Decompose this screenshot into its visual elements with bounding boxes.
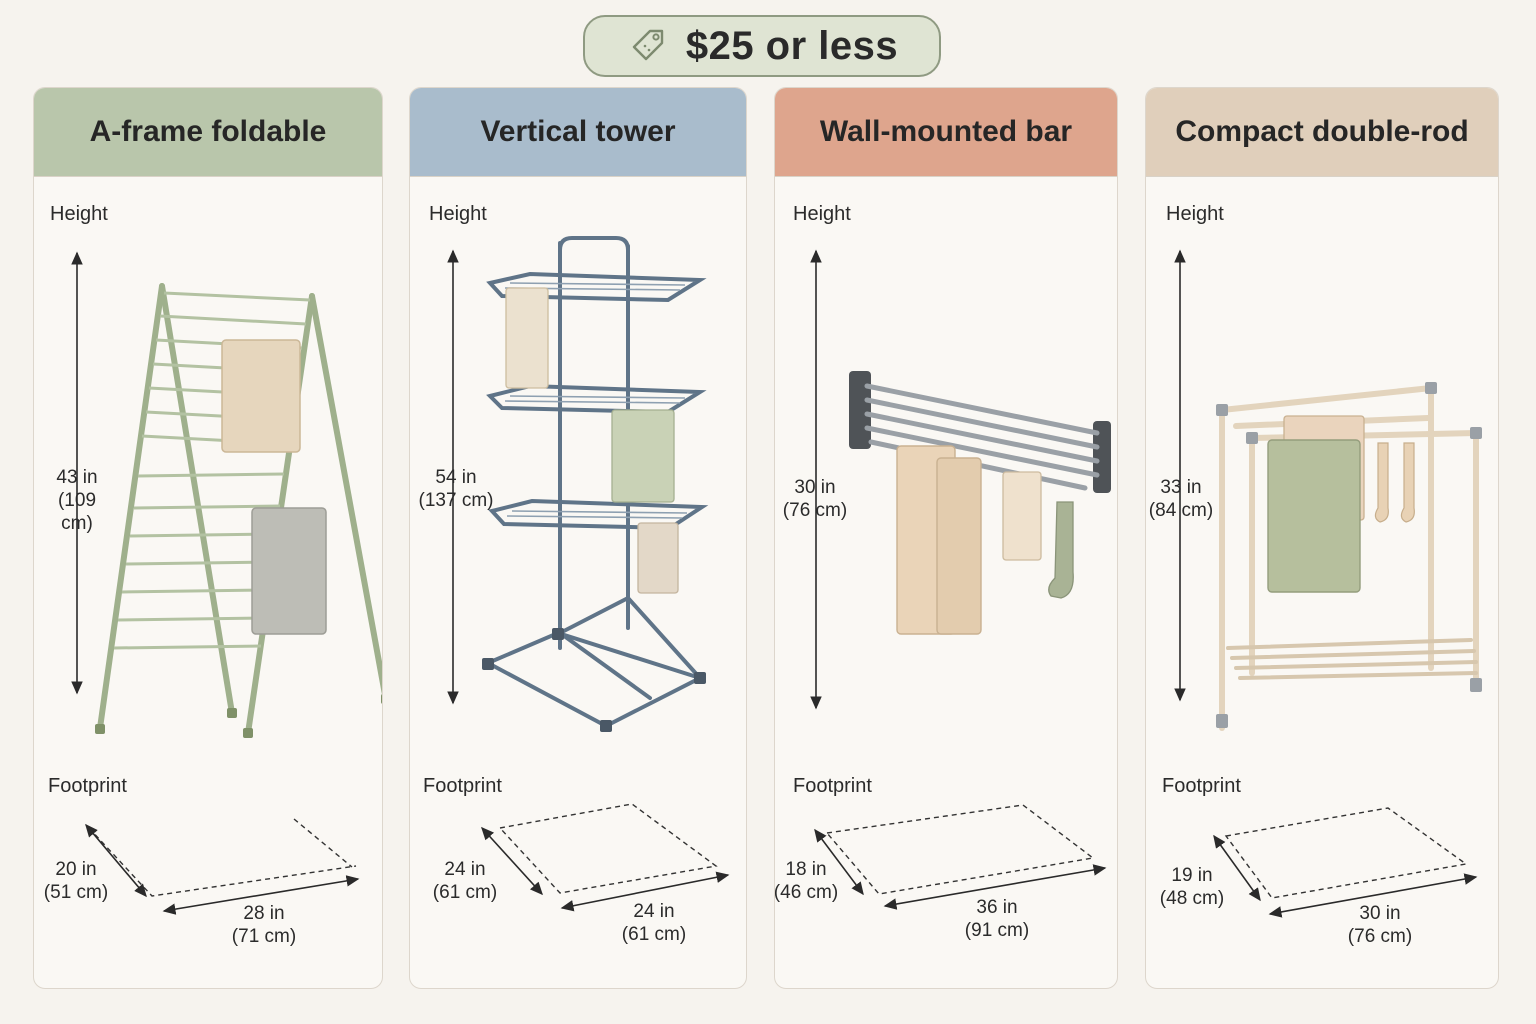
width-cm: (91 cm) [964, 920, 1030, 941]
wall-mounted-bar-illustration [810, 249, 1111, 910]
footprint-label: Footprint [793, 775, 872, 797]
rack-card-wall-mounted: Wall-mounted bar Height 30 in (76 cm) Fo… [774, 87, 1118, 989]
width-in: 24 in [633, 901, 675, 922]
card-header: Compact double-rod [1146, 88, 1498, 177]
width-value: 30 in (76 cm) [1340, 902, 1420, 948]
width-value: 24 in (61 cm) [614, 900, 694, 946]
height-value: 43 in (109 cm) [40, 466, 114, 535]
width-in: 28 in [243, 903, 285, 924]
price-limit-text: $25 or less [685, 23, 899, 68]
height-label: Height [793, 203, 851, 225]
depth-value: 24 in (61 cm) [428, 858, 502, 904]
height-value: 30 in (76 cm) [779, 476, 851, 522]
card-header: Vertical tower [410, 88, 746, 177]
a-frame-rack-illustration [71, 251, 382, 915]
depth-in: 24 in [444, 859, 486, 880]
width-in: 30 in [1359, 903, 1401, 924]
depth-value: 18 in (46 cm) [774, 858, 843, 904]
height-in: 33 in [1160, 477, 1202, 498]
rack-title: Wall-mounted bar [819, 115, 1073, 148]
depth-value: 20 in (51 cm) [39, 858, 113, 904]
card-header: A-frame foldable [34, 88, 382, 177]
rack-title: A-frame foldable [89, 115, 327, 148]
rack-card-a-frame: A-frame foldable [33, 87, 383, 989]
footprint-label: Footprint [423, 775, 502, 797]
compact-double-rod-illustration [1174, 249, 1482, 918]
width-value: 36 in (91 cm) [957, 896, 1037, 942]
depth-in: 18 in [785, 859, 827, 880]
footprint-label: Footprint [1162, 775, 1241, 797]
price-tag-icon [632, 29, 664, 61]
width-cm: (71 cm) [231, 926, 297, 947]
depth-cm: (46 cm) [774, 882, 839, 903]
height-cm: (76 cm) [782, 500, 848, 521]
footprint-label: Footprint [48, 775, 127, 797]
height-label: Height [1166, 203, 1224, 225]
depth-in: 19 in [1171, 865, 1213, 886]
depth-cm: (51 cm) [43, 882, 109, 903]
height-cm: (84 cm) [1148, 500, 1214, 521]
depth-cm: (48 cm) [1159, 888, 1225, 909]
height-value: 33 in (84 cm) [1146, 476, 1218, 522]
vertical-tower-illustration [447, 236, 730, 912]
height-value: 54 in (137 cm) [418, 466, 494, 512]
width-in: 36 in [976, 897, 1018, 918]
depth-in: 20 in [55, 859, 97, 880]
width-value: 28 in (71 cm) [224, 902, 304, 948]
price-badge: $25 or less [583, 15, 941, 77]
height-label: Height [429, 203, 487, 225]
rack-card-vertical-tower: Vertical tower [409, 87, 747, 989]
depth-cm: (61 cm) [432, 882, 498, 903]
card-header: Wall-mounted bar [775, 88, 1117, 177]
height-cm: (109 cm) [57, 490, 97, 534]
rack-title: Compact double-rod [1175, 115, 1469, 148]
height-in: 54 in [435, 467, 477, 488]
height-in: 30 in [794, 477, 836, 498]
height-label: Height [50, 203, 108, 225]
height-cm: (137 cm) [418, 490, 494, 511]
height-in: 43 in [56, 467, 98, 488]
depth-value: 19 in (48 cm) [1155, 864, 1229, 910]
rack-card-compact-double-rod: Compact double-rod [1145, 87, 1499, 989]
width-cm: (76 cm) [1347, 926, 1413, 947]
rack-title: Vertical tower [480, 115, 676, 148]
width-cm: (61 cm) [621, 924, 687, 945]
